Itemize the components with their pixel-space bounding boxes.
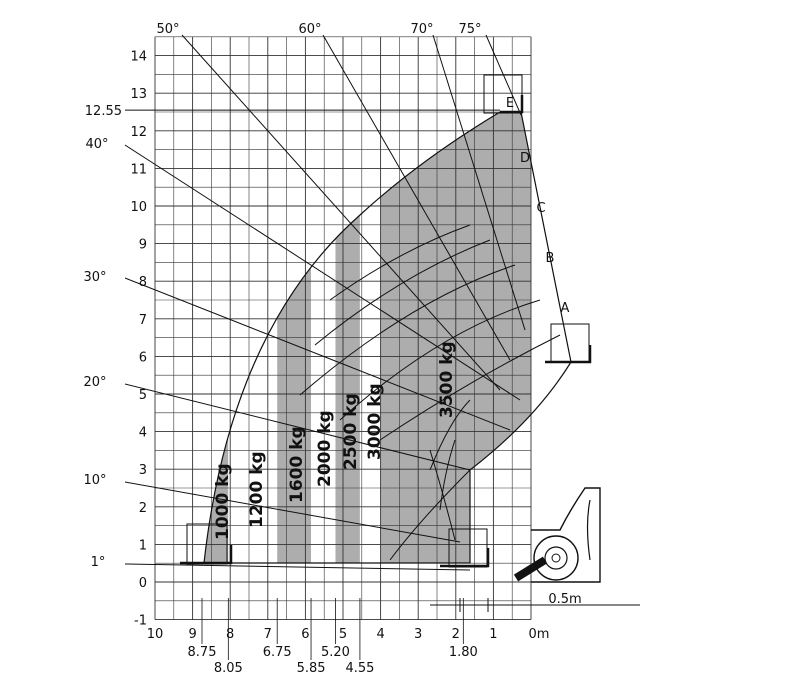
capacity-arc bbox=[429, 399, 471, 471]
x-tick-label: 1 bbox=[489, 627, 497, 642]
y-tick-label: 2 bbox=[139, 501, 147, 516]
capacity-arc bbox=[439, 439, 456, 511]
load-zone-label: 3500 kg bbox=[437, 341, 457, 418]
capacity-arc bbox=[389, 469, 471, 561]
capacity-arc bbox=[339, 299, 541, 421]
angle-ray bbox=[124, 383, 471, 471]
angle-ray bbox=[124, 277, 511, 431]
x-tick-label: 6 bbox=[301, 627, 309, 642]
load-zone-label: 2500 kg bbox=[341, 393, 361, 470]
angle-label: 50° bbox=[156, 22, 179, 37]
y-tick-label: 6 bbox=[139, 350, 147, 365]
dimension-label: 0.5m bbox=[548, 592, 581, 607]
extension-point-C: C bbox=[536, 201, 545, 216]
load-zone-3000-kg bbox=[359, 112, 381, 563]
y-tick-label: 1 bbox=[139, 538, 147, 553]
basket-e bbox=[483, 74, 523, 114]
extension-point-E: E bbox=[506, 96, 514, 111]
y-tick-label: 10 bbox=[130, 200, 147, 215]
reach-mark-label: 8.05 bbox=[214, 661, 243, 676]
capacity-arc bbox=[299, 264, 516, 396]
y-tick-label: 13 bbox=[130, 87, 147, 102]
angle-ray bbox=[432, 34, 526, 331]
x-tick-label: 10 bbox=[147, 627, 164, 642]
x-tick-label: 8 bbox=[226, 627, 234, 642]
x-tick-label: 3 bbox=[414, 627, 422, 642]
angle-ray bbox=[181, 34, 501, 391]
vehicle-window bbox=[586, 499, 591, 561]
load-zone-label: 2000 kg bbox=[315, 410, 335, 487]
load-zone-label: 1600 kg bbox=[287, 426, 307, 503]
vehicle-wheel-inner bbox=[544, 546, 568, 570]
y-tick-label: 7 bbox=[139, 313, 147, 328]
vehicle-wheel-outer bbox=[533, 535, 579, 581]
load-zone-label: 1000 kg bbox=[213, 463, 233, 540]
extension-point-A: A bbox=[561, 301, 570, 316]
angle-ray bbox=[322, 34, 511, 361]
reach-mark-label: 5.85 bbox=[297, 661, 326, 676]
x-tick-label: 5 bbox=[339, 627, 347, 642]
y-tick-label: 5 bbox=[139, 388, 147, 403]
fork-left bbox=[180, 545, 233, 565]
y-tick-label: 12 bbox=[130, 125, 147, 140]
capacity-arc bbox=[379, 334, 561, 441]
capacity-arc bbox=[314, 239, 491, 346]
y-tick-label: 11 bbox=[130, 162, 147, 177]
height-mark-label: 12.55 bbox=[85, 104, 122, 119]
angle-label: 10° bbox=[83, 473, 106, 488]
x-tick-label: 2 bbox=[452, 627, 460, 642]
vehicle-cab bbox=[531, 487, 601, 583]
extension-point-B: B bbox=[546, 251, 555, 266]
reach-mark-label: 6.75 bbox=[263, 645, 292, 660]
angle-label: 40° bbox=[85, 137, 108, 152]
x-tick-label: 0m bbox=[529, 627, 550, 642]
angle-label: 30° bbox=[83, 270, 106, 285]
x-tick-label: 7 bbox=[264, 627, 272, 642]
x-tick-label: 9 bbox=[188, 627, 196, 642]
y-tick-label: 14 bbox=[130, 50, 147, 65]
load-zone-2000-kg bbox=[311, 112, 336, 563]
angle-label: 60° bbox=[298, 22, 321, 37]
fork-e bbox=[500, 95, 524, 114]
angle-label: 75° bbox=[458, 22, 481, 37]
y-tick-label: 4 bbox=[139, 426, 147, 441]
reach-mark-label: 1.80 bbox=[449, 645, 478, 660]
y-tick-label: -1 bbox=[134, 614, 147, 629]
y-tick-label: 0 bbox=[139, 576, 147, 591]
angle-label: 20° bbox=[83, 375, 106, 390]
extension-point-D: D bbox=[520, 151, 530, 166]
vehicle-boom-base bbox=[513, 556, 548, 582]
angle-label: 70° bbox=[410, 22, 433, 37]
capacity-arc bbox=[329, 224, 471, 301]
reach-mark-label: 4.55 bbox=[345, 661, 374, 676]
envelope-outline bbox=[203, 111, 572, 564]
reach-mark-label: 5.20 bbox=[321, 645, 350, 660]
y-tick-label: 8 bbox=[139, 275, 147, 290]
fork-bottom bbox=[440, 548, 490, 568]
fork-a bbox=[545, 345, 592, 364]
load-zone-label: 3000 kg bbox=[365, 383, 385, 460]
vehicle-wheel-hub bbox=[551, 553, 561, 563]
angle-ray bbox=[124, 144, 521, 401]
angle-ray bbox=[124, 563, 471, 571]
y-tick-label: 3 bbox=[139, 463, 147, 478]
y-tick-label: 9 bbox=[139, 238, 147, 253]
reach-mark-label: 8.75 bbox=[188, 645, 217, 660]
angle-ray bbox=[124, 481, 461, 543]
angle-label: 1° bbox=[91, 555, 106, 570]
load-zone-label: 1200 kg bbox=[247, 451, 267, 528]
x-tick-label: 4 bbox=[376, 627, 384, 642]
